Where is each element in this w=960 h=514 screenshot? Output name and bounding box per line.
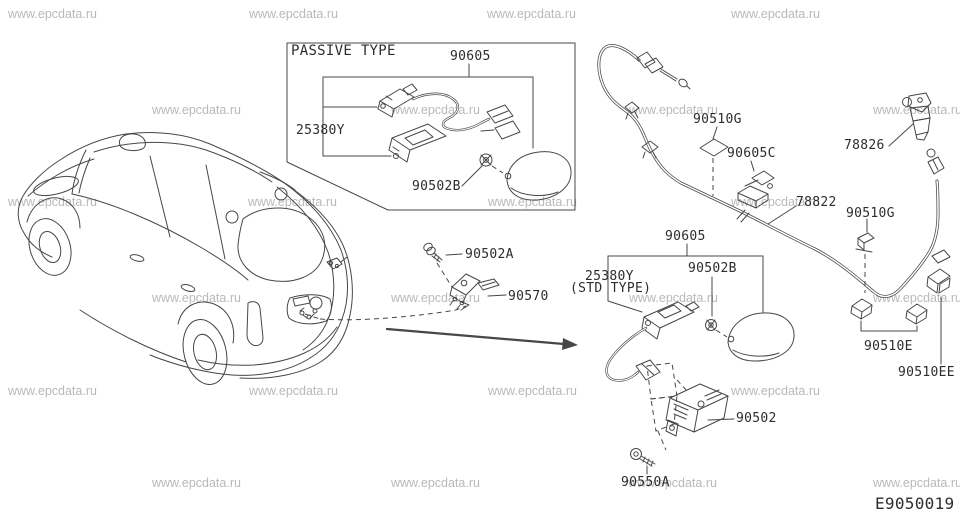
striker-90570-group (422, 242, 506, 309)
watermark: www.epcdata.ru (152, 476, 241, 490)
watermark: www.epcdata.ru (487, 7, 576, 21)
leader-90570 (488, 295, 506, 296)
label-90605-std: 90605 (665, 229, 706, 244)
screw-90550a (631, 449, 656, 467)
label-90502b-std: 90502B (688, 261, 737, 276)
car-silhouette (18, 132, 352, 378)
bracket-90570 (450, 274, 499, 309)
bracket-90605-std (608, 244, 763, 312)
watermark: www.epcdata.ru (8, 7, 97, 21)
car-license-recess (287, 295, 331, 324)
std-wire (607, 328, 646, 381)
bracket-90605c (738, 171, 774, 208)
back-door-cable-assembly (599, 45, 950, 364)
label-90502: 90502 (736, 411, 777, 426)
leader-90502 (708, 419, 734, 420)
car-hatch-outer (283, 182, 348, 358)
passive-type-inset (287, 43, 575, 210)
cable-end-barrel (637, 52, 690, 89)
inset-title-passive-type: PASSIVE TYPE (291, 43, 396, 59)
watermark: www.epcdata.ru (628, 476, 717, 490)
car-rear-window (238, 208, 325, 281)
watermark: www.epcdata.ru (248, 195, 337, 209)
passive-lens (505, 152, 571, 200)
label-25380y-passive: 25380Y (296, 123, 345, 138)
cable-collar (737, 210, 749, 222)
label-78826: 78826 (844, 138, 885, 153)
label-25380y-std: 25380Y (585, 269, 634, 284)
watermark: www.epcdata.ru (731, 195, 820, 209)
leader-90502b-passive (462, 166, 482, 186)
label-90570: 90570 (508, 289, 549, 304)
watermark: www.epcdata.ru (8, 195, 97, 209)
watermark: www.epcdata.ru (249, 384, 338, 398)
label-90510g-right: 90510G (846, 206, 895, 221)
watermark: www.epcdata.ru (629, 291, 718, 305)
label-90502a: 90502A (465, 247, 514, 262)
std-grommet-nut (706, 320, 717, 331)
leader-90510g-top (713, 127, 717, 139)
car-taillight-slot (247, 302, 263, 346)
car-front-wheel (22, 213, 78, 281)
watermark: www.epcdata.ru (391, 291, 480, 305)
clips-90510e (851, 299, 927, 324)
passive-upper-housing (378, 84, 417, 117)
inset-box (287, 43, 575, 210)
label-90510e: 90510E (864, 339, 913, 354)
label-90510ee: 90510EE (898, 365, 955, 380)
watermark: www.epcdata.ru (629, 103, 718, 117)
cable-end-knob (927, 149, 944, 174)
diagram-code: E9050019 (875, 494, 955, 513)
bracket-90510e (861, 321, 917, 331)
label-90605-passive: 90605 (450, 49, 491, 64)
watermark: www.epcdata.ru (731, 7, 820, 21)
car-rear-wheel (177, 315, 234, 389)
std-connector (636, 360, 660, 380)
label-90502b-passive: 90502B (412, 179, 461, 194)
label-78822: 78822 (796, 195, 837, 210)
watermark: www.epcdata.ru (488, 384, 577, 398)
label-std-type: (STD TYPE) (570, 281, 652, 296)
label-90605c: 90605C (727, 146, 776, 161)
label-90550a: 90550A (621, 475, 670, 490)
car-beltline (72, 194, 248, 280)
cable-clip-mid (642, 141, 658, 158)
sensor-78826 (903, 93, 932, 140)
cable-main (599, 45, 938, 296)
std-lens (728, 313, 794, 361)
car-far-headlamp (32, 173, 81, 200)
label-90510g-top: 90510G (693, 112, 742, 127)
std-guide-box-dashed (647, 363, 677, 399)
leader-78826 (889, 124, 913, 146)
leader-90502a (446, 254, 462, 255)
passive-harness-connectors (487, 105, 520, 139)
watermark: www.epcdata.ru (391, 476, 480, 490)
actuator-90502 (666, 384, 728, 436)
clip-pad-90510g-top (700, 139, 728, 156)
watermark: www.epcdata.ru (731, 384, 820, 398)
watermark: www.epcdata.ru (488, 195, 577, 209)
watermark: www.epcdata.ru (152, 103, 241, 117)
car-line-art (18, 132, 352, 389)
passive-lower-housing (389, 124, 446, 162)
watermark: www.epcdata.ru (249, 7, 338, 21)
passive-grommet-nut (480, 154, 492, 166)
watermark: www.epcdata.ru (873, 476, 960, 490)
watermark: www.epcdata.ru (8, 384, 97, 398)
direction-arrow (387, 329, 564, 344)
std-type-group (607, 244, 795, 474)
bolt-90502a (422, 242, 442, 262)
cable-clip-upper (625, 102, 639, 119)
clip-90510ee (927, 250, 950, 293)
watermark: www.epcdata.ru (152, 291, 241, 305)
leader-90605c (751, 161, 754, 171)
std-housing (642, 302, 699, 339)
car-mirror (119, 134, 145, 151)
callout-arrows (305, 302, 578, 350)
leader-78822 (768, 206, 796, 224)
clip-90510g-right (856, 233, 874, 252)
